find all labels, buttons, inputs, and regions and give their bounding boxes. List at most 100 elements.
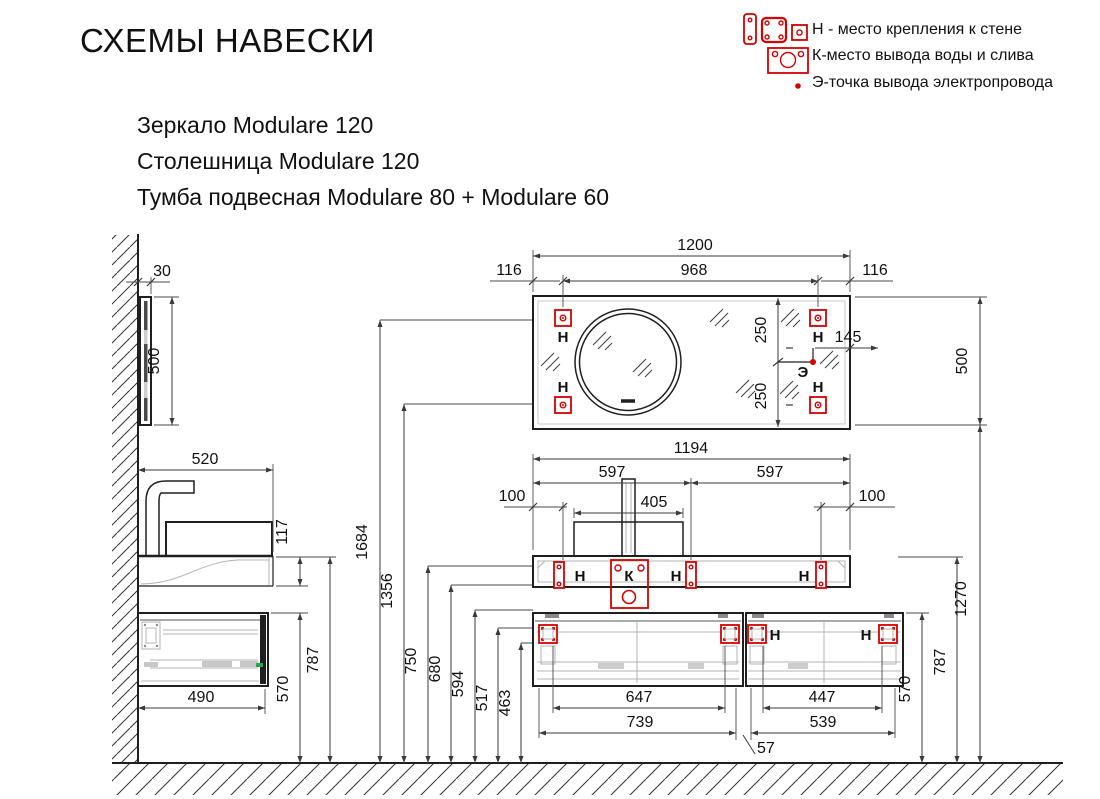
dim-mirror-mount-span: 968	[562, 262, 819, 307]
dim-label: 787	[932, 649, 949, 676]
dim-basin-width: 405	[573, 494, 684, 518]
cabinet-side-view	[137, 612, 269, 687]
dim-label: 1356	[379, 573, 396, 609]
mirror-mount-marker-bottom-right: Н	[809, 379, 827, 414]
legend-item-mount: Н - место крепления к стене	[812, 21, 1022, 38]
dim-label: 447	[809, 689, 836, 706]
dim-mirror-depth: 30	[126, 263, 171, 294]
dim-cabinet-side-width: 490	[138, 689, 266, 714]
faucet-side-view	[145, 480, 195, 556]
dim-label: 1194	[674, 440, 709, 457]
cabinet-80-front-view	[532, 612, 744, 687]
basin-front-view	[573, 521, 684, 557]
dim-height-594: 594	[450, 609, 533, 763]
floor-section	[112, 762, 1063, 795]
dim-cabinet-right-height: 570	[897, 612, 929, 763]
dim-label: 100	[859, 488, 886, 505]
dim-cab60-width: 539	[750, 688, 896, 740]
counter-mount-marker-right: Н	[799, 561, 827, 589]
dim-label: 116	[496, 262, 522, 279]
countertop-side-view	[138, 554, 274, 587]
dim-label: 520	[192, 451, 219, 468]
mirror-mount-marker-bottom-left: Н	[554, 379, 572, 414]
dim-counter-halves: 597 597	[533, 464, 850, 560]
dim-label: 250	[753, 317, 770, 344]
legend-item-electric: Э-точка вывода электропровода	[812, 74, 1054, 91]
dim-counter-right-height: 787	[898, 556, 963, 763]
dim-label: 647	[626, 689, 653, 706]
dim-label: 57	[757, 740, 775, 757]
dim-label: 597	[599, 464, 626, 481]
water-symbol: К	[624, 568, 634, 585]
dim-label: 570	[275, 676, 292, 703]
dim-label: 100	[499, 488, 526, 505]
dim-label: 117	[274, 519, 291, 545]
counter-mount-marker-left: Н	[553, 561, 586, 589]
dim-label: 490	[188, 689, 215, 706]
legend-item-water: К-место вывода воды и слива	[812, 47, 1034, 64]
dim-label: 594	[450, 671, 467, 698]
page-title: СХЕМЫ НАВЕСКИ	[80, 22, 376, 59]
cabinet-mount-marker-1	[538, 624, 558, 644]
dim-label: 145	[835, 329, 862, 346]
mount-symbol: Н	[575, 568, 586, 585]
dim-label: 116	[862, 262, 888, 279]
mount-symbol: Н	[671, 568, 682, 585]
slide-clip-accent	[256, 663, 263, 667]
cabinet-mount-marker-3: Н	[747, 624, 781, 644]
dim-label: 680	[427, 656, 444, 683]
dim-label: 1684	[354, 524, 371, 560]
dim-label: 463	[497, 690, 514, 717]
electric-dot	[810, 359, 816, 365]
mount-symbol: Н	[799, 568, 810, 585]
dim-mirror-mount-vertical: 250 250	[753, 298, 793, 427]
dim-cab80-width: 739	[538, 688, 737, 740]
counter-mount-marker-mid: Н	[671, 561, 697, 589]
dim-mirror-bottom-height: 1270	[953, 425, 983, 763]
dim-counter-depth: 520	[138, 451, 274, 552]
cabinet-mount-marker-2	[720, 624, 740, 644]
dim-mirror-height-right: 500	[855, 296, 987, 426]
dim-label: 517	[474, 685, 491, 712]
dim-height-1356: 1356	[379, 403, 552, 763]
basin-side-view	[165, 521, 273, 557]
dim-cabinet-gap: 57	[742, 734, 775, 757]
dim-label: 570	[897, 676, 914, 703]
dim-counter-thickness: 117	[274, 519, 336, 587]
electric-dot-icon	[795, 83, 801, 89]
product-line-countertop: Столешница Modulare 120	[137, 148, 420, 174]
mount-symbol: Н	[770, 627, 781, 644]
dim-counter-width: 1194	[532, 440, 851, 550]
dim-label: 1270	[953, 581, 970, 617]
mirror-mount-marker-top-left: Н	[554, 309, 572, 346]
dim-mirror-width: 1200	[532, 237, 851, 292]
mount-symbol: Н	[558, 379, 569, 396]
cabinet-mount-marker-4: Н	[861, 624, 898, 644]
mirror-mount-marker-top-right: Н	[809, 309, 827, 346]
faucet-front-view	[621, 478, 636, 557]
mount-symbol: Н	[813, 379, 824, 396]
floor-hatch	[112, 764, 1063, 795]
electric-symbol: Э	[798, 364, 809, 381]
dim-label: 597	[757, 464, 784, 481]
dim-height-1684: 1684	[354, 319, 552, 763]
dim-label: 500	[954, 348, 971, 375]
product-line-mirror: Зеркало Modulare 120	[137, 112, 374, 138]
wall-mount-plates-icon	[743, 13, 808, 45]
wall-section	[112, 234, 139, 763]
dim-label: 405	[641, 494, 668, 511]
dim-cab80-mount-span: 647	[552, 646, 726, 713]
legend-icons	[743, 13, 809, 89]
dim-mirror-edges: 116 116	[490, 262, 893, 286]
water-outlet-icon	[767, 47, 809, 74]
mount-symbol: Н	[558, 329, 569, 346]
dim-label: 968	[681, 262, 708, 279]
dim-counter-left-height: 787	[305, 557, 333, 763]
dim-mirror-height-side: 500	[146, 296, 179, 426]
dim-electric-offset: 145	[815, 329, 878, 353]
electric-point: Э	[778, 348, 816, 381]
dim-label: 539	[810, 714, 837, 731]
dim-counter-edges: 100 100	[499, 488, 895, 560]
